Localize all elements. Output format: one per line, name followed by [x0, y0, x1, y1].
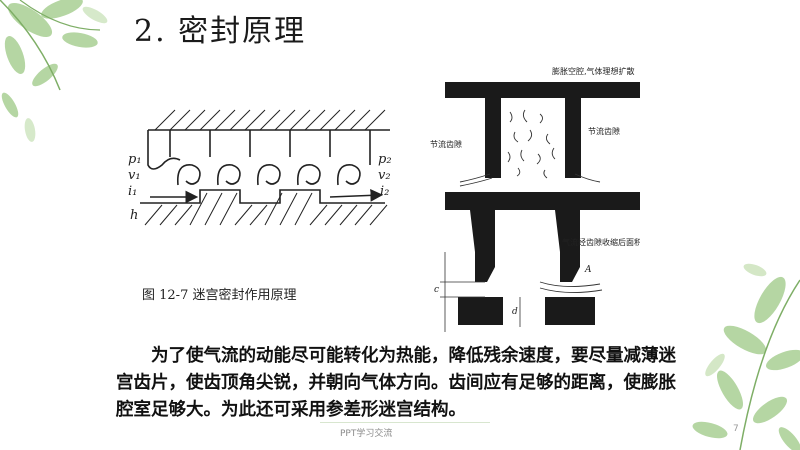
label-contraction-area: 气流经齿隙收缩后面积 — [562, 237, 640, 247]
label-A: A — [584, 265, 592, 275]
label-v2: v₂ — [378, 168, 391, 183]
label-i2: i₂ — [380, 184, 389, 199]
label-i1: i₁ — [128, 184, 137, 199]
figure-caption: 图 12-7 迷宫密封作用原理 — [142, 287, 296, 303]
footer-text: PPT学习交流 — [340, 429, 393, 439]
label-h: h — [130, 208, 138, 223]
throttle-gap-diagram: 膨胀空腔,气体理想扩散 节流齿隙 节流齿隙 气流经齿隙收缩后面积 A c d — [430, 66, 640, 332]
label-throttle-gap-left: 节流齿隙 — [430, 139, 462, 149]
label-expansion-cavity: 膨胀空腔,气体理想扩散 — [552, 66, 635, 76]
label-c: c — [434, 285, 439, 295]
body-paragraph: 为了使气流的动能尽可能转化为热能，降低残余速度，要尽量减薄迷宫齿片，使齿顶角尖锐… — [116, 346, 676, 420]
footer-divider — [320, 422, 490, 423]
label-p2: p₂ — [378, 152, 392, 167]
slide-title: 2. 密封原理 — [134, 14, 307, 49]
label-throttle-gap-right: 节流齿隙 — [588, 126, 620, 136]
label-p1: p₁ — [128, 152, 142, 167]
label-d: d — [512, 307, 518, 317]
page-number: 7 — [733, 424, 739, 434]
labyrinth-seal-diagram: p₁ v₁ i₁ h p₂ v₂ i₂ 图 12-7 迷宫密封作用原理 — [128, 109, 392, 303]
label-v1: v₁ — [128, 168, 141, 183]
